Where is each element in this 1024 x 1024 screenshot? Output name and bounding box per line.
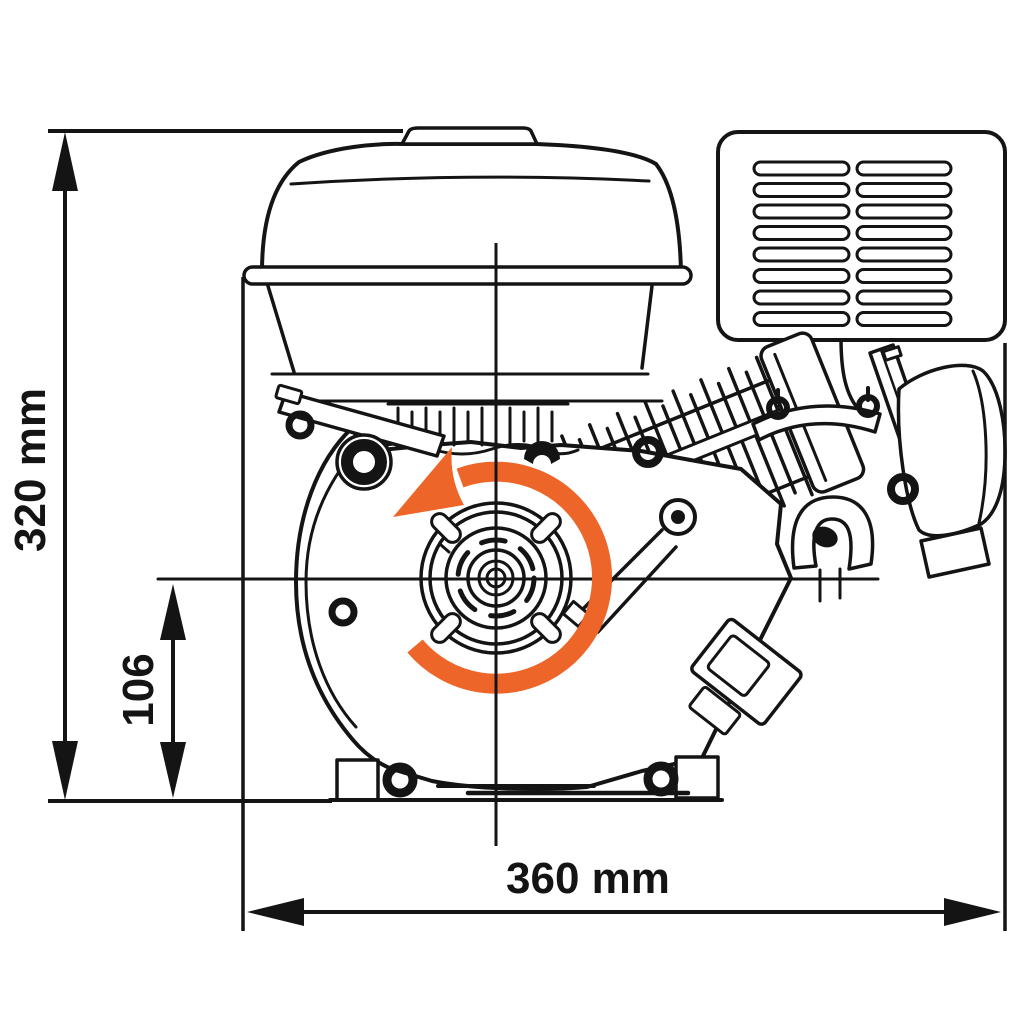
muffler [716,130,1007,342]
tank-mounting-flange [242,265,693,286]
arrowhead-left [247,898,304,926]
dimension-width-360: 360 mm [241,277,1007,931]
width-dimension-label: 360 mm [506,854,670,903]
muffler-bracket [751,386,882,442]
crankshaft-height-dimension-label: 106 [114,653,163,726]
muffler-louvers [752,160,953,327]
rotation-arrowhead [393,447,464,517]
gear-housing [868,343,1007,579]
engine-drawing [156,126,1007,802]
mounting-feet [328,755,724,802]
arrowhead-right [944,898,1001,926]
dimension-crankshaft-height-106: 106 [114,584,186,798]
height-dimension-label: 320 mm [6,388,55,552]
fuel-filler-cap [400,126,539,146]
pipe-clamp [790,495,875,571]
tank-bracket [277,390,446,458]
dimension-height-320: 320 mm [6,129,403,803]
carburetor-assembly [561,495,875,736]
arrowhead-up [160,584,186,640]
arrowhead-down [52,741,78,800]
fuel-tank [242,126,693,403]
rotation-arrow [393,447,613,694]
arrowhead-down [160,742,186,798]
arrowhead-up [52,132,78,191]
dimension-annotations: 320 mm 106 360 mm [6,129,1007,931]
